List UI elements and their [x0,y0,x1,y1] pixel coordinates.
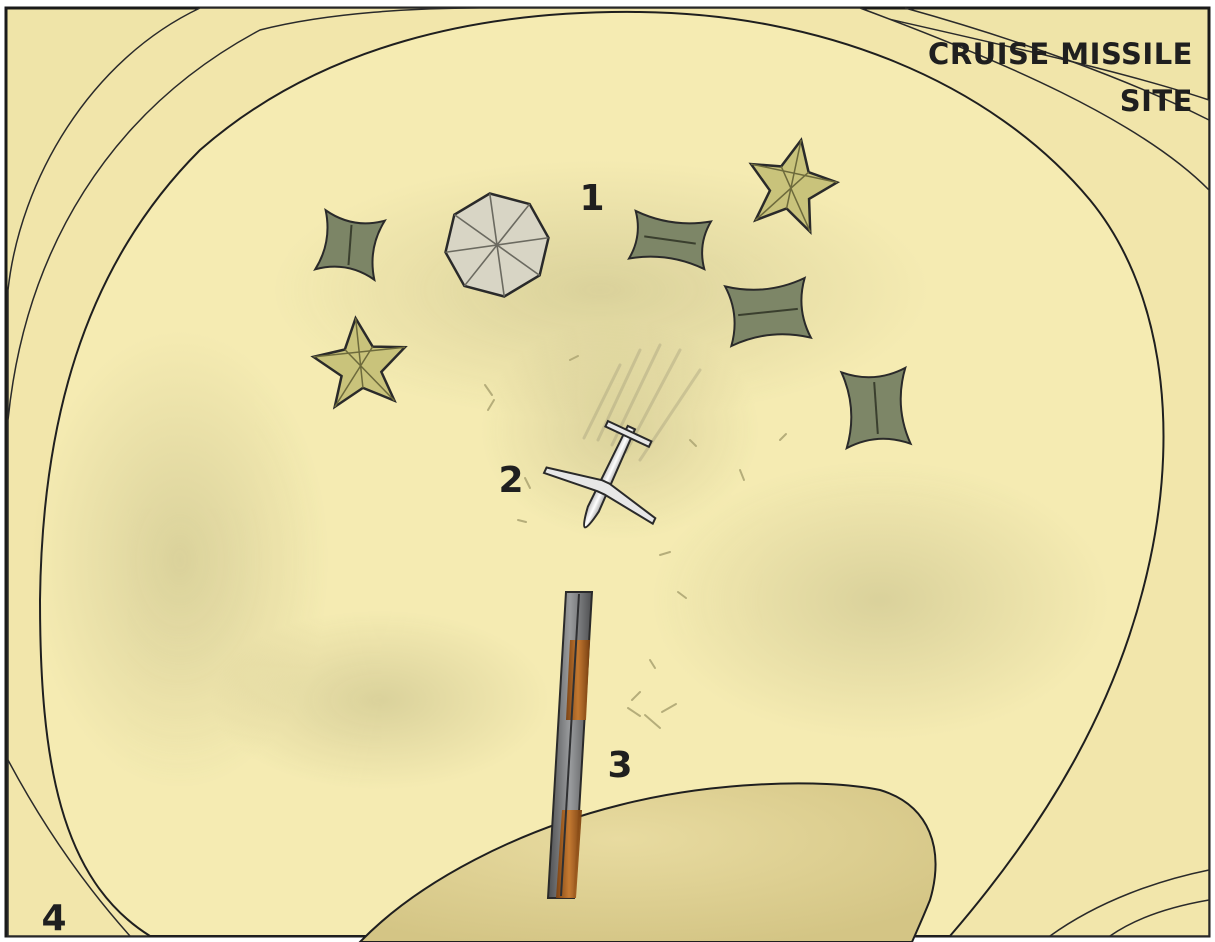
area-label-1: 1 [579,178,604,219]
area-label-2: 2 [498,460,523,501]
area-label-3: 3 [607,745,632,786]
area-label-4: 4 [41,898,66,939]
tent-dark-3 [725,278,811,346]
tent-dark-4 [841,368,910,448]
map-title-line1: CRUISE MISSILE [928,37,1193,71]
map-title-line2: SITE [1120,84,1193,118]
